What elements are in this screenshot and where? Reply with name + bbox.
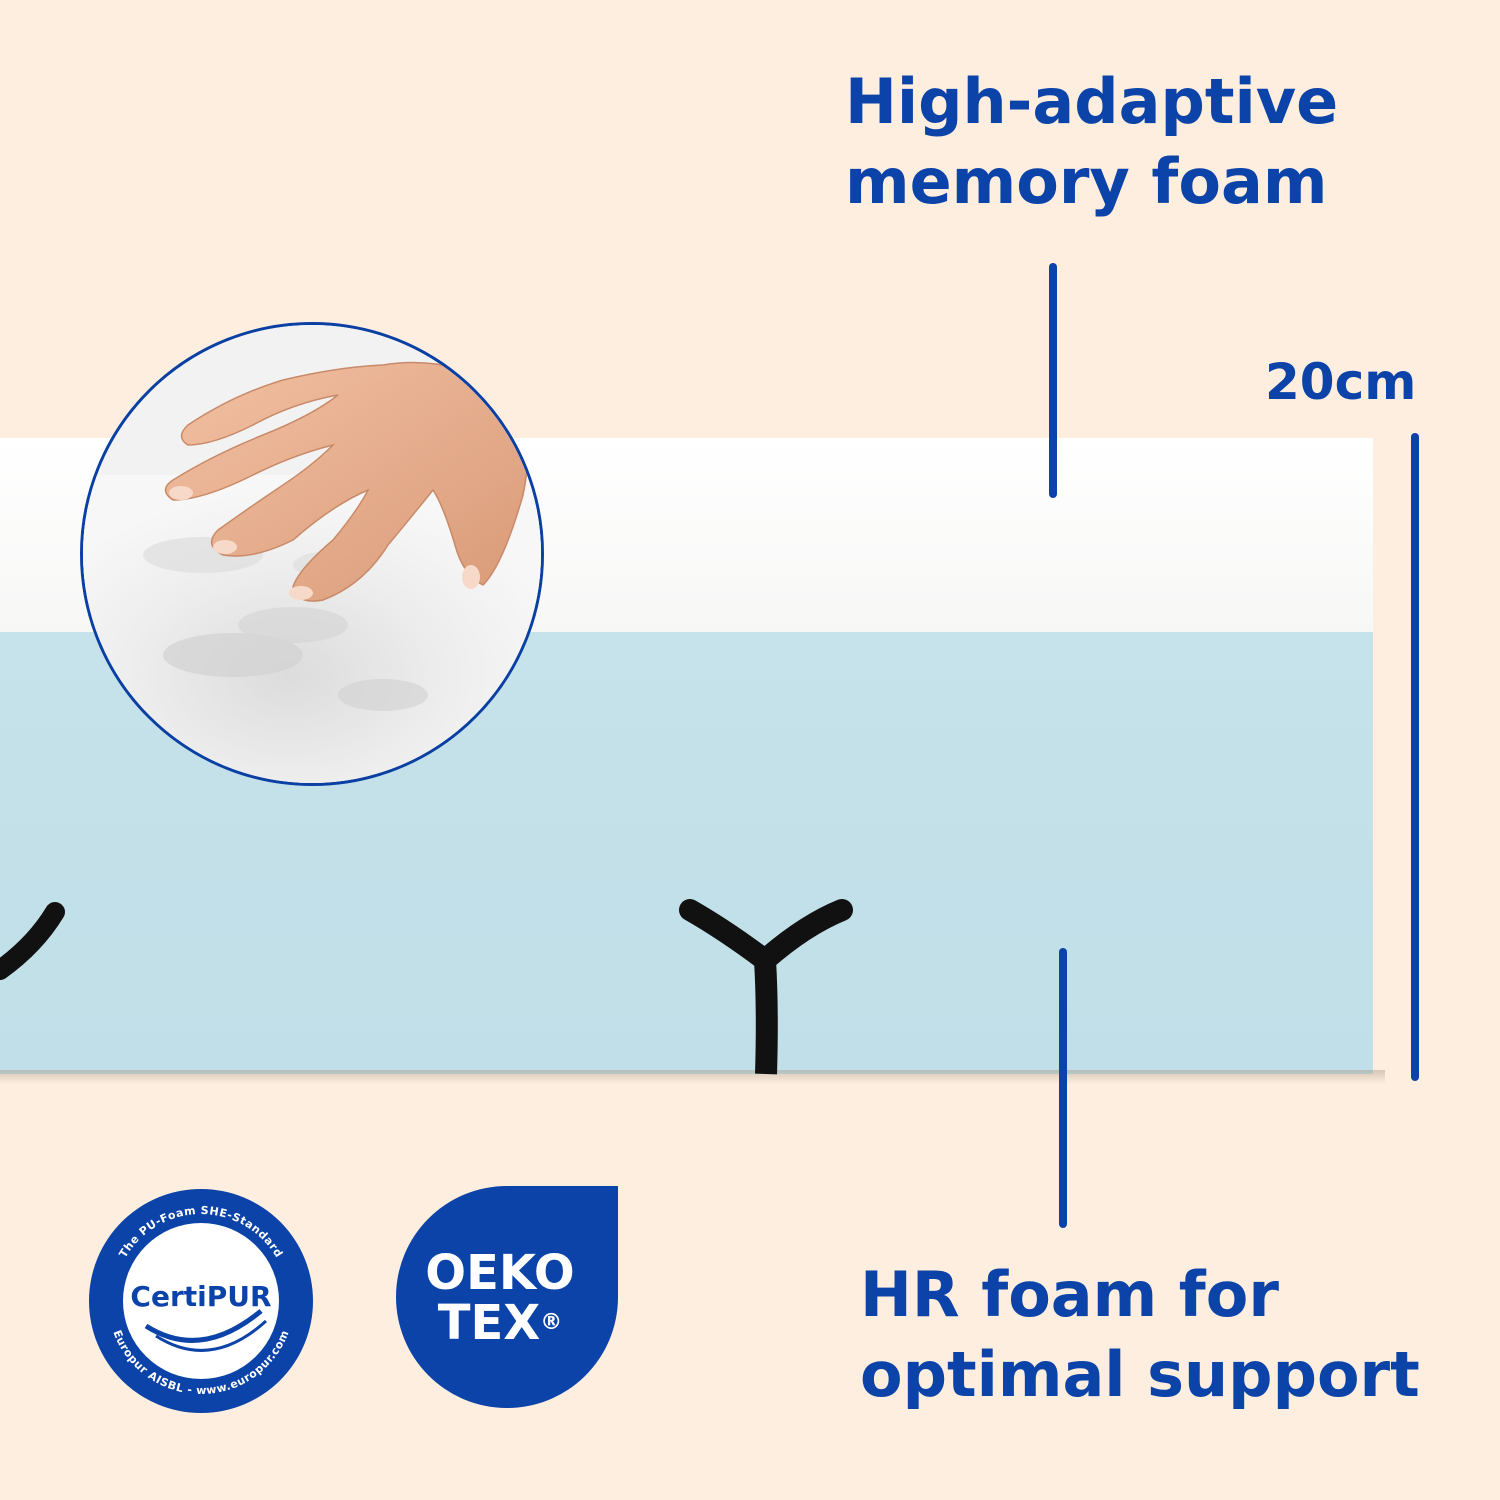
certipur-badge: The PU-Foam SHE-Standard Europur AISBL -… (89, 1189, 313, 1413)
oeko-tex-line2: TEX® (437, 1295, 563, 1351)
height-label: 20cm (1265, 353, 1417, 411)
oeko-tex-badge-text: OEKO TEX® (395, 1248, 605, 1348)
memory-foam-label: High-adaptive memory foam (845, 62, 1338, 222)
swoosh-icon (144, 1309, 263, 1343)
spring-icon-left (0, 902, 65, 980)
registered-mark: ® (540, 1310, 563, 1335)
certipur-name: CertiPUR (130, 1280, 271, 1313)
memory-foam-label-line2: memory foam (845, 145, 1328, 218)
memory-foam-pointer-line (1049, 263, 1057, 498)
memory-foam-label-line1: High-adaptive (845, 65, 1339, 138)
hr-foam-label: HR foam for optimal support (860, 1255, 1420, 1415)
hand-pressing-foam-icon (80, 322, 544, 786)
oeko-tex-line1: OEKO (425, 1245, 575, 1301)
hr-foam-pointer-line (1059, 948, 1067, 1228)
mattress-shadow (0, 1070, 1385, 1084)
hr-foam-label-line1: HR foam for (860, 1258, 1279, 1331)
height-dimension-line (1411, 433, 1419, 1081)
spring-icon-center (679, 899, 853, 1075)
oeko-tex-badge-icon (396, 1186, 618, 1408)
hr-foam-label-line2: optimal support (860, 1338, 1420, 1411)
